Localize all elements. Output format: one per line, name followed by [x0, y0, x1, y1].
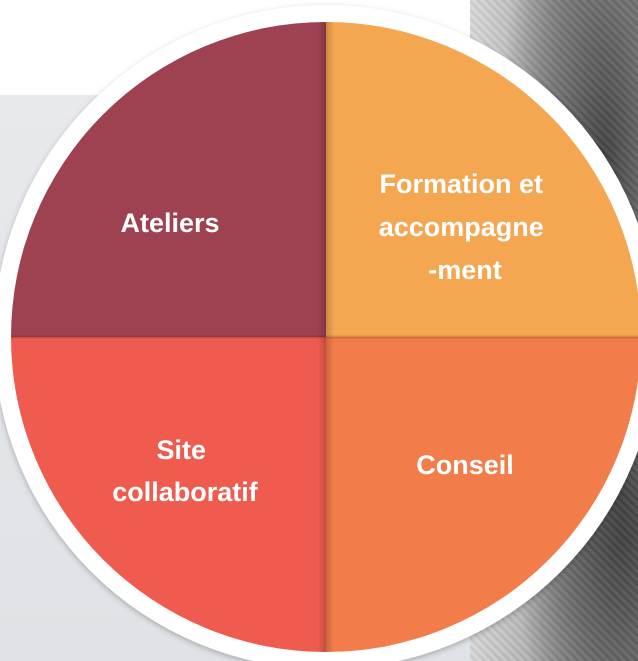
label-formation: Formation et accompagne -ment	[379, 169, 552, 285]
label-conseil: Conseil	[416, 450, 514, 480]
segment-conseil[interactable]	[326, 337, 638, 652]
segment-formation[interactable]	[326, 22, 638, 337]
segment-ateliers[interactable]	[11, 22, 326, 337]
vertical-seam	[318, 22, 334, 652]
label-site-collaboratif: Site collaboratif	[112, 435, 259, 507]
label-ateliers: Ateliers	[120, 208, 219, 238]
segment-site-collaboratif[interactable]	[11, 337, 326, 652]
